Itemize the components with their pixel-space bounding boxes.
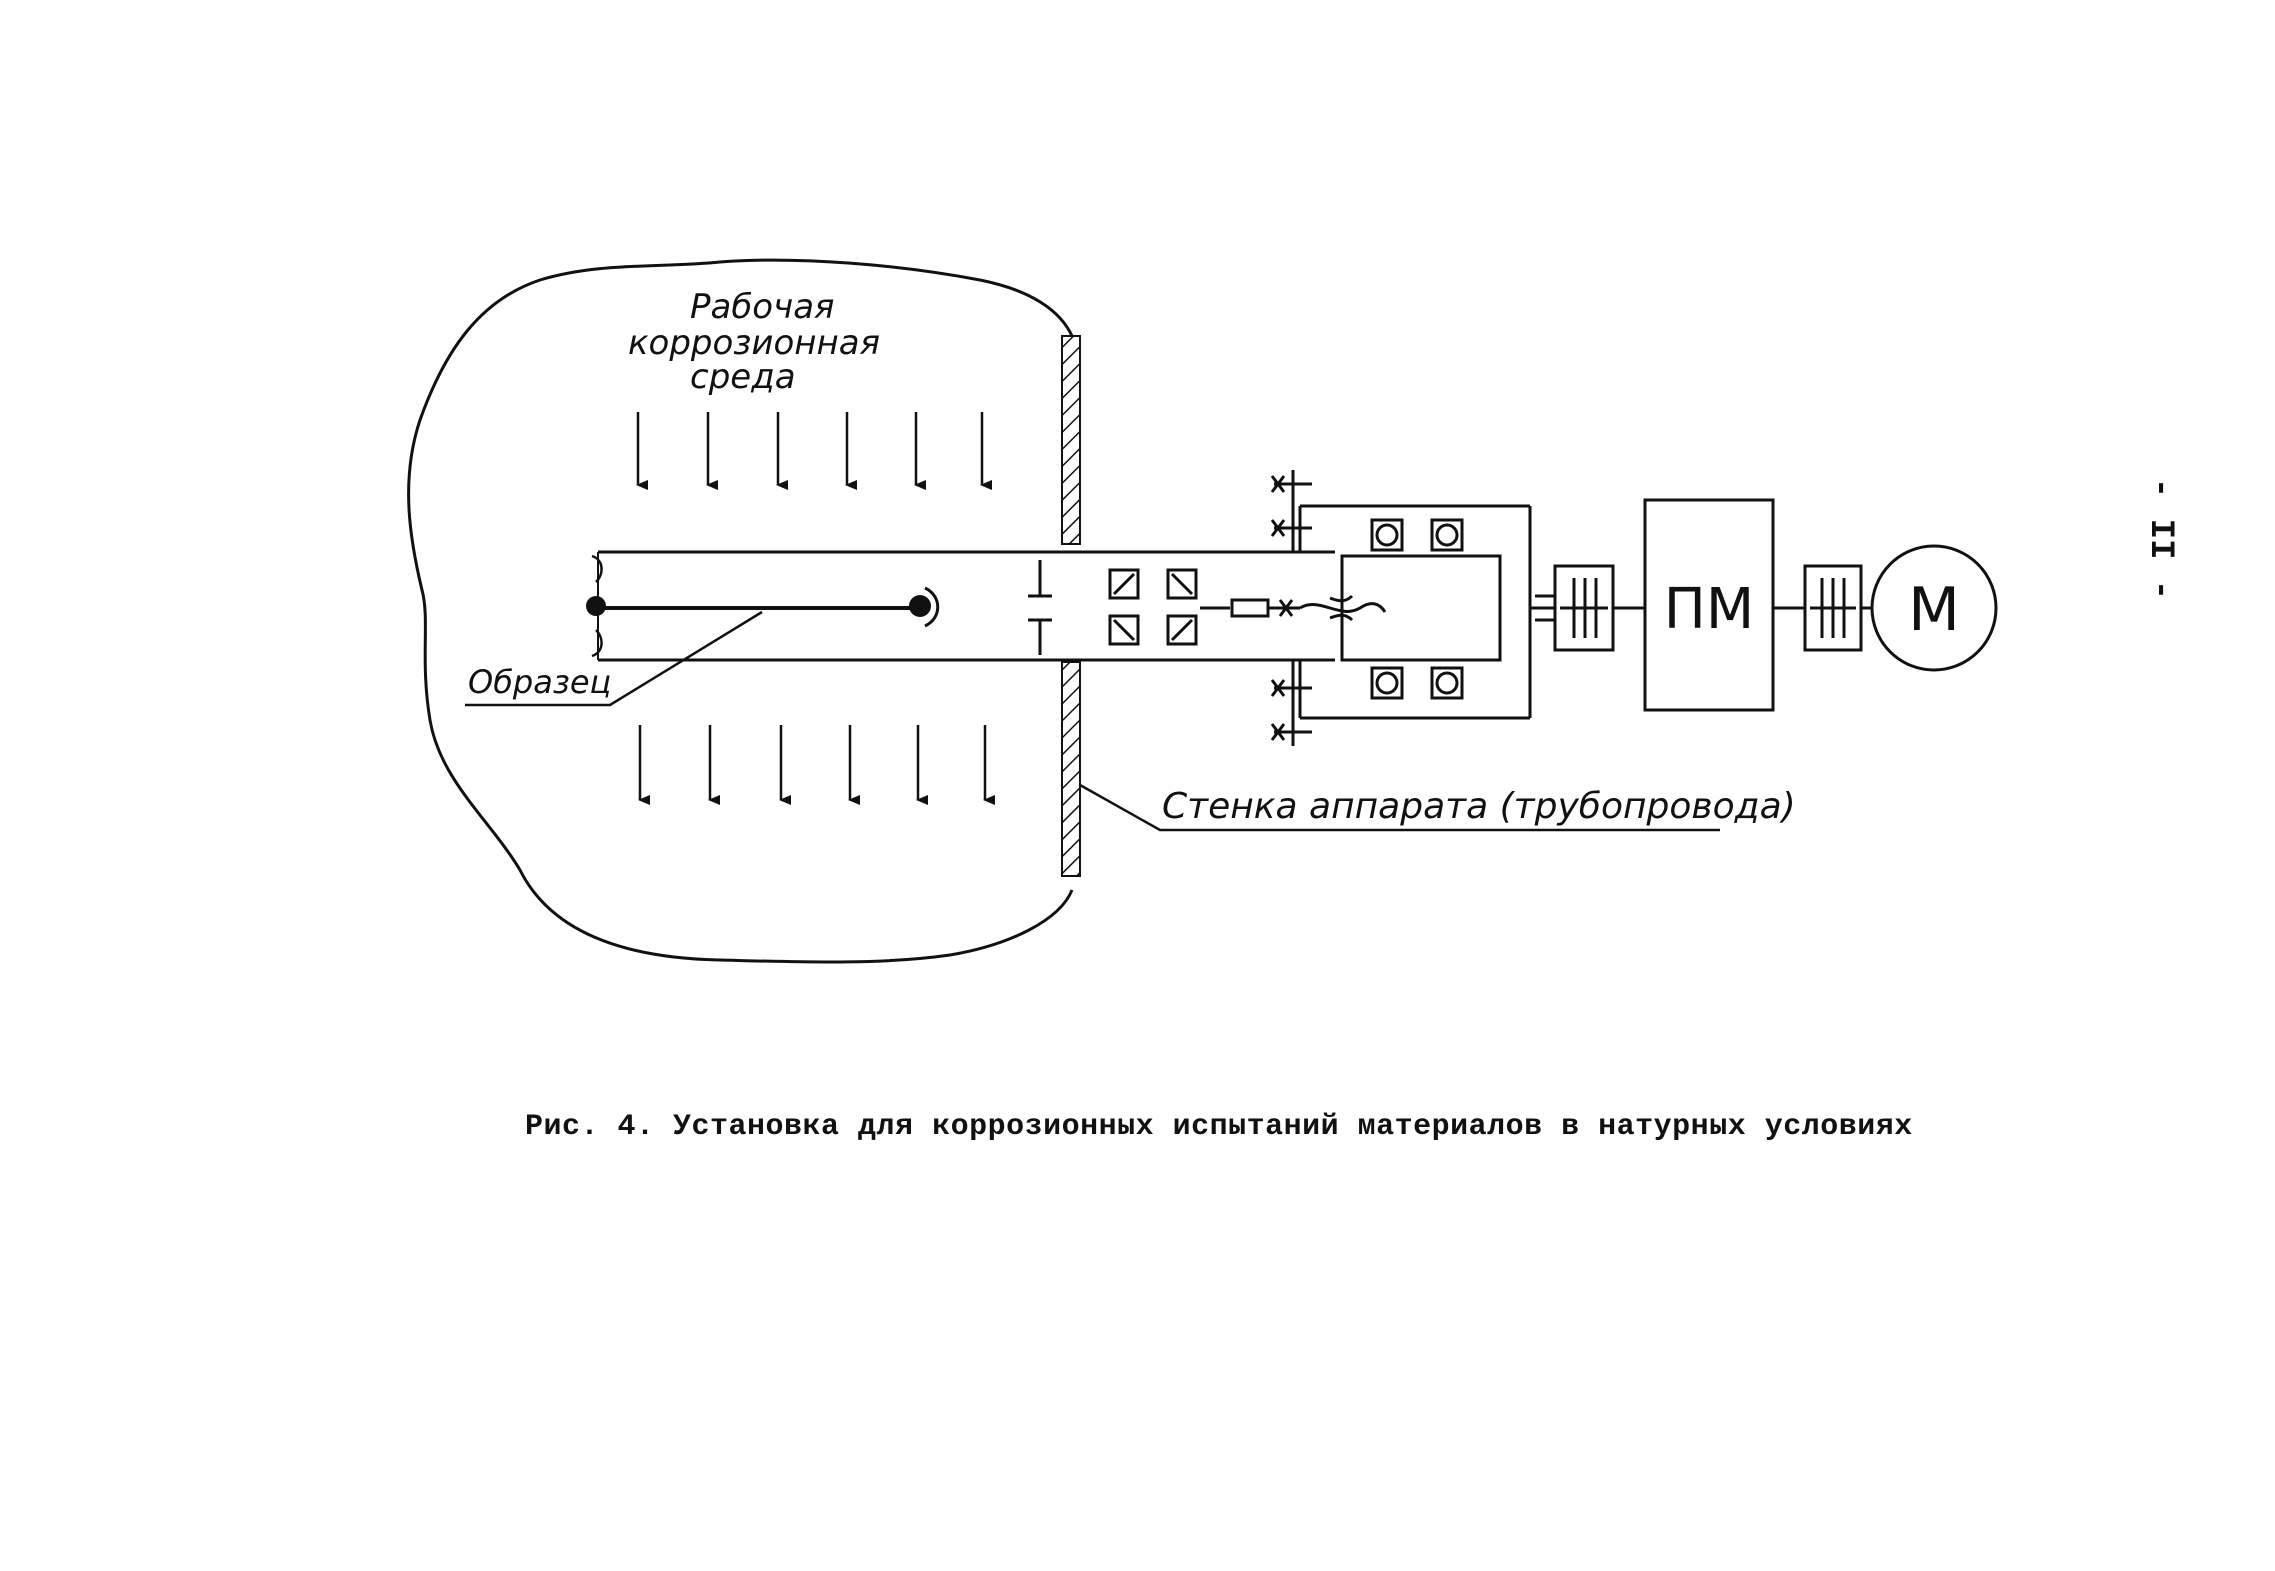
flow-arrows-lower bbox=[638, 725, 995, 805]
shaft-seal-marks bbox=[1028, 560, 1052, 655]
housing-outline bbox=[1270, 470, 1532, 746]
bearing-housing bbox=[1340, 554, 1502, 662]
specimen-end-left bbox=[586, 596, 606, 616]
page-number: - II - bbox=[2141, 477, 2179, 601]
clutch-1 bbox=[1553, 564, 1615, 652]
motor-circle bbox=[1870, 544, 1998, 672]
flow-arrows-upper bbox=[636, 412, 992, 490]
apparatus-wall-lower bbox=[1061, 661, 1081, 877]
wall-leader-line bbox=[1079, 783, 1720, 832]
specimen-label: Образец bbox=[468, 663, 611, 701]
environment-label-line1: Рабочая bbox=[690, 287, 834, 327]
apparatus-wall-upper bbox=[1061, 335, 1081, 545]
bearing-blocks bbox=[1108, 568, 1198, 646]
ball-bearings bbox=[1370, 518, 1464, 700]
wall-label: Стенка аппарата (трубопровода) bbox=[1162, 786, 1796, 827]
coupling-insert bbox=[1200, 594, 1387, 622]
environment-outline bbox=[407, 258, 1074, 964]
figure-caption: Рис. 4. Установка для коррозионных испыт… bbox=[525, 1110, 1913, 1144]
motor-label: М bbox=[1908, 575, 1960, 645]
specimen-leader-line bbox=[465, 610, 763, 707]
environment-label-line2: коррозионная bbox=[628, 323, 880, 363]
output-shaft bbox=[1530, 594, 1557, 622]
gearbox-box bbox=[1643, 498, 1775, 712]
specimen-clamp bbox=[924, 586, 940, 628]
environment-label-line3: среда bbox=[690, 357, 796, 397]
specimen-end-right bbox=[909, 595, 931, 617]
gearbox-label: ПМ bbox=[1664, 577, 1754, 642]
clutch-2 bbox=[1803, 564, 1863, 652]
